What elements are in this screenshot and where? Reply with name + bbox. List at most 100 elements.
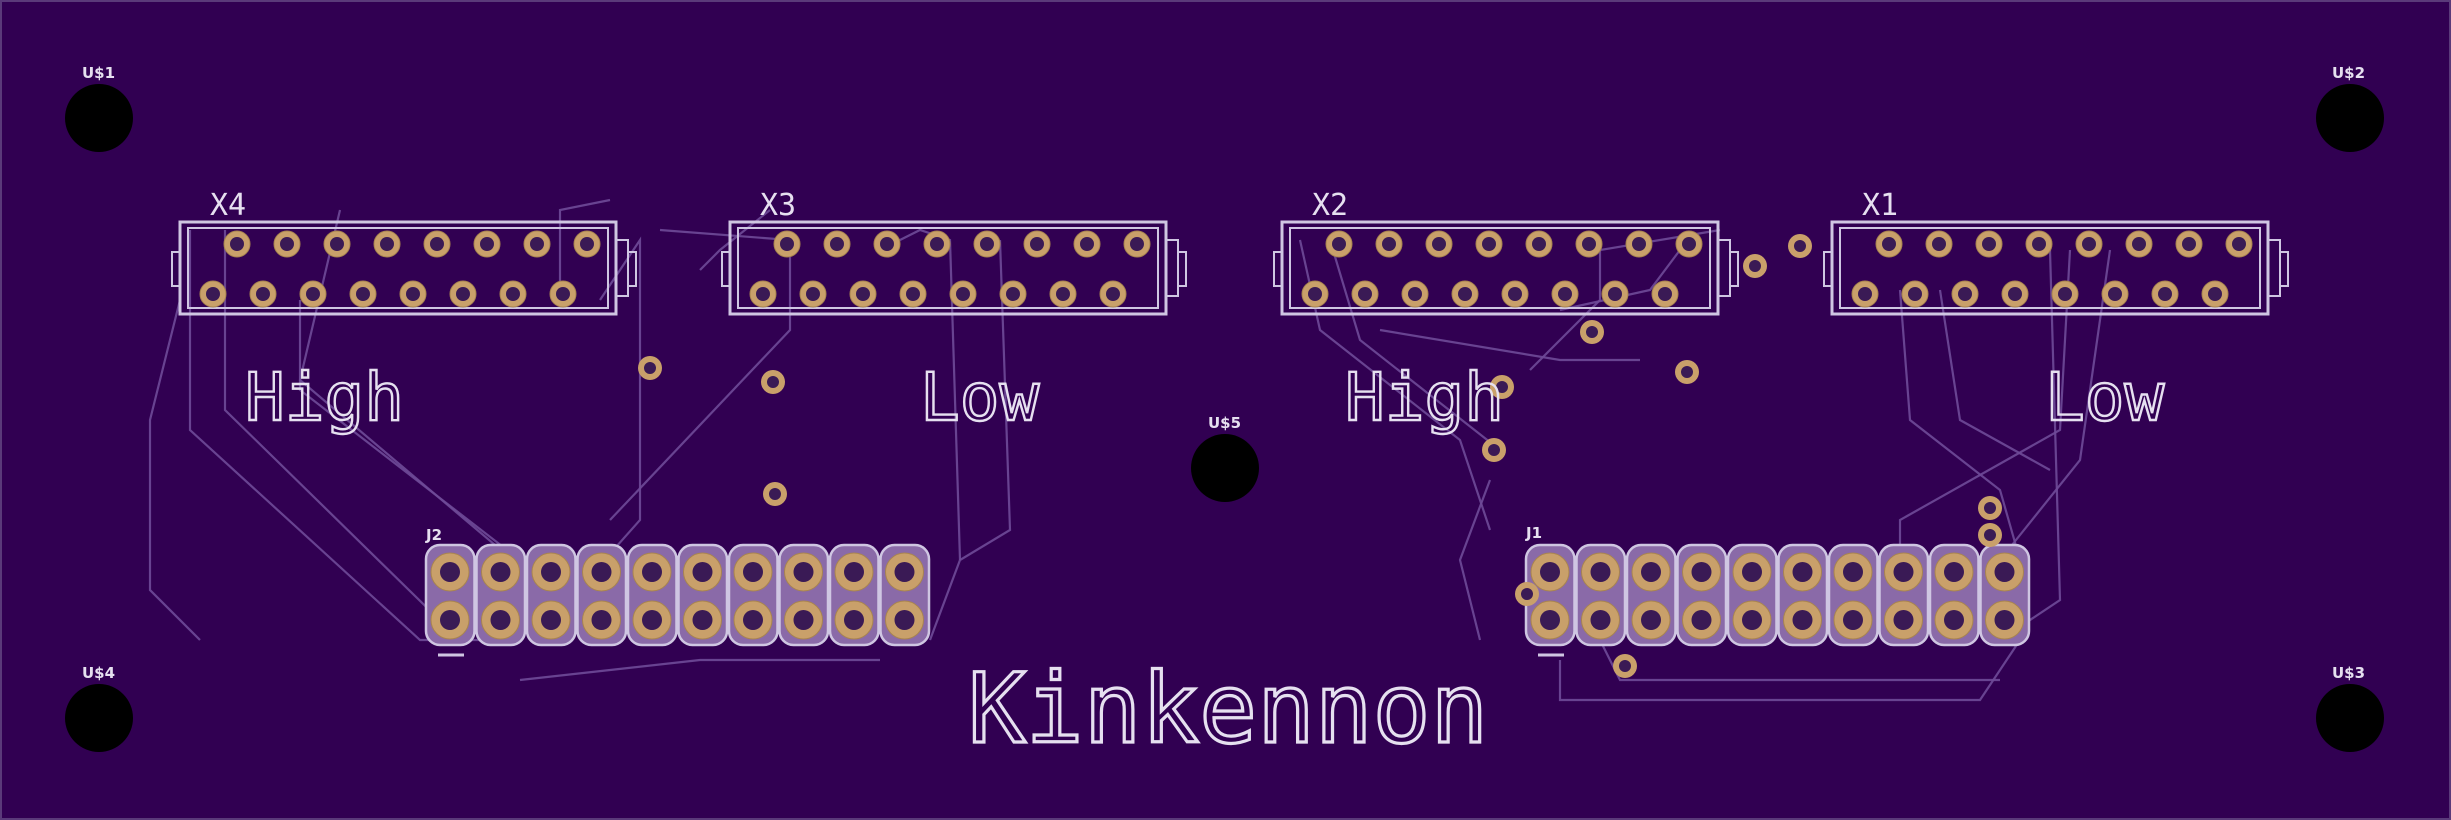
pad-hole <box>1682 237 1696 251</box>
mounting-hole <box>65 84 133 152</box>
pad-hole <box>490 562 511 582</box>
via-hole <box>1984 529 1996 541</box>
pad-hole <box>1908 287 1922 301</box>
side-label: High <box>245 359 404 436</box>
pad-hole <box>1508 287 1522 301</box>
connector-tab <box>1177 251 1187 287</box>
pad-hole <box>1382 237 1396 251</box>
pad-hole <box>756 287 770 301</box>
pad-hole <box>2032 237 2046 251</box>
connector-ref: X4 <box>210 188 246 223</box>
silkscreen-labels: X4 X3 X2 X1 High Low High Low J2 J1 Kink… <box>210 188 2166 767</box>
pad-hole <box>490 610 511 630</box>
pad-hole <box>2182 237 2196 251</box>
mounting-hole <box>65 684 133 752</box>
pad-hole <box>642 562 662 582</box>
pad-hole <box>1540 562 1560 582</box>
pad-hole <box>1130 237 1144 251</box>
pad-hole <box>743 562 763 582</box>
pad-hole <box>780 237 794 251</box>
pad-hole <box>830 237 844 251</box>
pad-hole <box>541 562 561 582</box>
pad-hole <box>1792 610 1813 630</box>
mounting-holes: U$1 U$2 U$3 U$4 U$5 <box>65 64 2384 752</box>
pad-hole <box>1358 287 1372 301</box>
header-ref: J1 <box>1525 524 1542 542</box>
pad-hole <box>844 610 864 630</box>
pad-hole <box>1432 237 1446 251</box>
pad-hole <box>2158 287 2172 301</box>
pad-hole <box>1590 562 1611 582</box>
pad-hole <box>230 237 244 251</box>
pad-hole <box>1482 237 1496 251</box>
pad-hole <box>591 562 612 582</box>
pad-hole <box>1056 287 1070 301</box>
pad-hole <box>2108 287 2122 301</box>
pad-hole <box>1458 287 1472 301</box>
pad-hole <box>591 610 612 630</box>
pad-hole <box>1608 287 1622 301</box>
pin-header <box>1524 543 2031 657</box>
pad-hole <box>906 287 920 301</box>
pad-hole <box>1080 237 1094 251</box>
mount-label: U$5 <box>1208 414 1241 432</box>
pad-hole <box>2008 287 2022 301</box>
pad-hole <box>1691 610 1712 630</box>
idc-connector <box>1823 220 2289 316</box>
pad-hole <box>1858 287 1872 301</box>
via-hole <box>644 362 656 374</box>
pad-hole <box>1944 610 1964 630</box>
pad-hole <box>1030 237 1044 251</box>
idc-connector <box>171 220 637 316</box>
pad-hole <box>280 237 294 251</box>
pad-hole <box>1558 287 1572 301</box>
pad-hole <box>530 237 544 251</box>
via-hole <box>769 488 781 500</box>
via-hole <box>1619 660 1631 672</box>
pad-hole <box>1843 610 1863 630</box>
pad-hole <box>956 287 970 301</box>
pad-hole <box>1641 562 1661 582</box>
idc-connectors <box>171 220 2289 316</box>
pad-hole <box>1691 562 1712 582</box>
pad-hole <box>440 562 460 582</box>
pad-hole <box>330 237 344 251</box>
pad-hole <box>844 562 864 582</box>
connector-tab <box>1273 251 1283 287</box>
connector-tab <box>2279 251 2289 287</box>
pad-hole <box>2082 237 2096 251</box>
pad-hole <box>1958 287 1972 301</box>
pad-hole <box>2208 287 2222 301</box>
pad-hole <box>556 287 570 301</box>
mounting-hole <box>1191 434 1259 502</box>
connector-inner-outline <box>737 227 1159 309</box>
pad-hole <box>356 287 370 301</box>
pad-hole <box>506 287 520 301</box>
pin-header <box>424 543 931 657</box>
pad-hole <box>1408 287 1422 301</box>
connector-inner-outline <box>1839 227 2261 309</box>
pad-hole <box>1540 610 1560 630</box>
pad-hole <box>1632 237 1646 251</box>
pad-hole <box>1944 562 1964 582</box>
pad-hole <box>1106 287 1120 301</box>
pad-hole <box>306 287 320 301</box>
pad-hole <box>541 610 561 630</box>
pad-hole <box>206 287 220 301</box>
connector-tab <box>1729 251 1739 287</box>
pad-hole <box>1006 287 1020 301</box>
pad-hole <box>380 237 394 251</box>
via-hole <box>1749 260 1761 272</box>
pad-hole <box>743 610 763 630</box>
via-hole <box>767 376 779 388</box>
connector-inner-outline <box>187 227 609 309</box>
connector-inner-outline <box>1289 227 1711 309</box>
pad-hole <box>1994 562 2015 582</box>
pad-hole <box>456 287 470 301</box>
pad-hole <box>1932 237 1946 251</box>
mounting-hole <box>2316 84 2384 152</box>
pad-hole <box>793 562 814 582</box>
via-hole <box>1488 444 1500 456</box>
pad-hole <box>1532 237 1546 251</box>
